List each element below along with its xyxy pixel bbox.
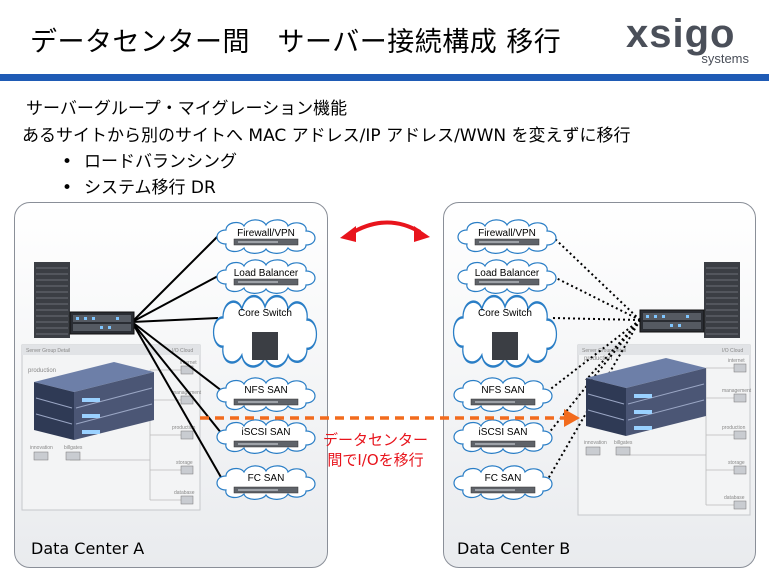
console-node-a-0: internet — [180, 360, 197, 366]
console-node-b-1: management — [722, 388, 752, 394]
cloud-a-firewall: Firewall/VPN — [237, 228, 295, 239]
console-header-a: Server Group Detail — [26, 348, 70, 354]
logo-wordmark: xsigo — [626, 12, 736, 56]
console-header-right-b: I/O Cloud — [722, 348, 743, 354]
rack-servers-b — [703, 261, 741, 339]
datacenter-a-label: Data Center A — [31, 539, 145, 558]
datacenter-a-links — [59, 235, 223, 480]
console-production-a: production — [28, 368, 56, 374]
cloud-b-fc: FC SAN — [485, 473, 522, 484]
xsigo-logo: xsigo systems — [626, 12, 751, 72]
bidirectional-arrow — [340, 220, 430, 242]
datacenter-a-clouds: Firewall/VPN Load Balancer Core Switch N… — [212, 219, 318, 500]
bullet-system-migration: システム移行 DR — [62, 173, 216, 198]
console-header-b: Server Group Detail — [582, 348, 626, 354]
cloud-b-iscsi: iSCSI SAN — [479, 427, 528, 438]
console-node-b-3: storage — [728, 460, 745, 466]
bullet-load-balancing: ロードバランシング — [62, 147, 237, 172]
cloud-a-fc: FC SAN — [248, 473, 285, 484]
console-node-b-2: production — [722, 425, 746, 431]
console-node-b-0: internet — [728, 358, 745, 364]
rack-servers-a — [33, 261, 71, 339]
console-device-b-0: innovation — [584, 440, 607, 446]
cloud-a-nfs: NFS SAN — [244, 385, 287, 396]
console-header-right-a: I/O Cloud — [172, 348, 193, 354]
migration-caption-line1: データセンター — [323, 431, 429, 449]
cloud-b-coreswitch: Core Switch — [478, 308, 532, 319]
cloud-a-loadbalancer: Load Balancer — [234, 268, 299, 279]
console-device-a-0: innovation — [30, 445, 53, 451]
logo-subtext: systems — [701, 51, 749, 66]
datacenter-b-clouds: Firewall/VPN Load Balancer Core Switch N… — [452, 219, 558, 500]
slide-title: データセンター間 サーバー接続構成 移行 — [30, 27, 562, 58]
cloud-b-nfs: NFS SAN — [481, 385, 524, 396]
console-production-b: production — [584, 356, 612, 362]
datacenter-b-label: Data Center B — [457, 539, 571, 558]
description-line: あるサイトから別のサイトへ MAC アドレス/IP アドレス/WWN を変えずに… — [22, 126, 631, 146]
cloud-b-firewall: Firewall/VPN — [478, 228, 536, 239]
section-heading: サーバーグループ・マイグレーション機能 — [26, 99, 348, 119]
migration-arrow — [200, 409, 580, 427]
cloud-a-coreswitch: Core Switch — [238, 308, 292, 319]
console-node-a-4: database — [174, 490, 195, 496]
xsigo-director-a — [69, 311, 135, 335]
cloud-a-iscsi: iSCSI SAN — [242, 427, 291, 438]
cloud-b-loadbalancer: Load Balancer — [475, 268, 540, 279]
console-device-a-1: billgates — [64, 445, 83, 451]
console-device-b-1: billgates — [614, 440, 633, 446]
console-node-a-1: management — [172, 390, 202, 396]
console-node-a-2: production — [172, 425, 196, 431]
migration-caption-line2: 間でI/Oを移行 — [327, 451, 424, 469]
console-node-b-4: database — [724, 495, 745, 501]
console-node-a-3: storage — [176, 460, 193, 466]
migration-caption: データセンター 間でI/Oを移行 — [323, 430, 428, 470]
title-rule — [0, 74, 769, 81]
xsigo-director-b — [639, 309, 705, 333]
